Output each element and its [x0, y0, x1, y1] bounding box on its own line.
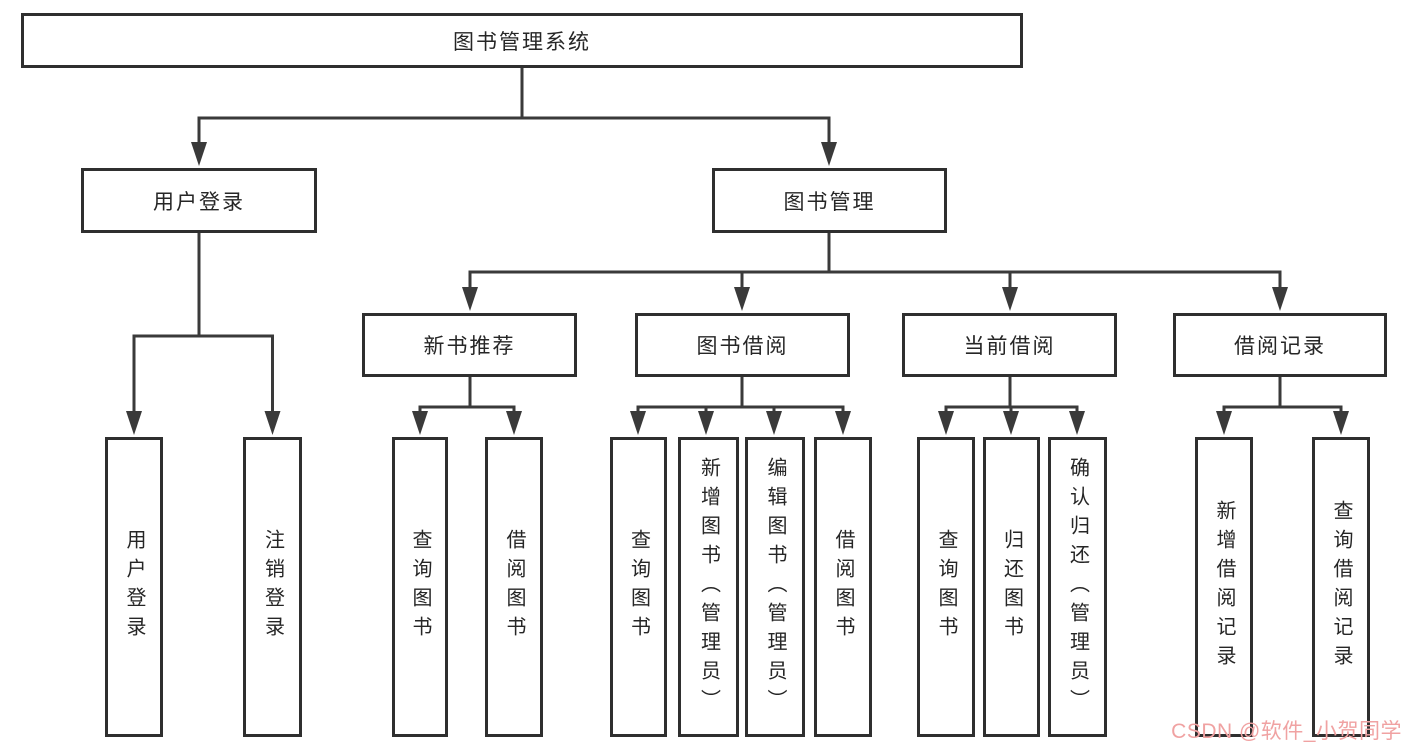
- arrowhead: [1272, 287, 1288, 311]
- leaf-confirm-return-admin-label: 确认归还（管理员）: [1066, 456, 1089, 718]
- leaf-user-login-label: 用户登录: [123, 529, 145, 645]
- node-borrowing-records: 借阅记录: [1173, 313, 1387, 377]
- leaf-logout-label: 注销登录: [261, 529, 284, 645]
- arrowhead: [1003, 411, 1019, 435]
- node-current-borrowing: 当前借阅: [902, 313, 1117, 377]
- leaf-add-borrow-record: 新增借阅记录: [1195, 437, 1253, 737]
- node-root-label: 图书管理系统: [453, 30, 591, 54]
- arrowhead: [506, 411, 522, 435]
- arrowhead: [630, 411, 646, 435]
- leaf-borrow-books-recommend: 借阅图书: [485, 437, 543, 737]
- leaf-edit-book-admin-label: 编辑图书（管理员）: [764, 456, 786, 718]
- leaf-user-login: 用户登录: [105, 437, 163, 737]
- node-book-borrowing: 图书借阅: [635, 313, 850, 377]
- arrowhead: [821, 142, 837, 166]
- arrowhead: [1069, 411, 1085, 435]
- leaf-return-book-label: 归还图书: [1000, 529, 1023, 645]
- leaf-borrow-books-borrowing-label: 借阅图书: [832, 529, 854, 645]
- arrowhead: [1002, 287, 1018, 311]
- leaf-return-book: 归还图书: [983, 437, 1040, 737]
- arrowhead: [938, 411, 954, 435]
- leaf-borrow-books-recommend-label: 借阅图书: [503, 529, 525, 645]
- arrowhead: [462, 287, 478, 311]
- leaf-query-books-current-label: 查询图书: [935, 529, 957, 645]
- arrowheads: [126, 142, 1349, 435]
- leaf-query-books-borrowing: 查询图书: [610, 437, 667, 737]
- node-user-login-label: 用户登录: [153, 190, 245, 214]
- leaf-query-borrow-record-label: 查询借阅记录: [1330, 500, 1352, 674]
- arrowhead: [766, 411, 782, 435]
- arrowhead: [734, 287, 750, 311]
- leaf-confirm-return-admin: 确认归还（管理员）: [1048, 437, 1107, 737]
- csdn-watermark: CSDN @软件_小贺同学: [1171, 720, 1402, 743]
- leaf-add-book-admin: 新增图书（管理员）: [678, 437, 739, 737]
- arrowhead: [1216, 411, 1232, 435]
- leaf-add-borrow-record-label: 新增借阅记录: [1213, 500, 1235, 674]
- leaf-query-borrow-record: 查询借阅记录: [1312, 437, 1370, 737]
- leaf-logout: 注销登录: [243, 437, 302, 737]
- leaf-query-books-recommend-label: 查询图书: [409, 529, 431, 645]
- arrowhead: [126, 411, 142, 435]
- arrowhead: [191, 142, 207, 166]
- node-current-borrowing-label: 当前借阅: [963, 335, 1056, 358]
- connector-paths: [132, 68, 1343, 419]
- arrowhead: [1333, 411, 1349, 435]
- leaf-borrow-books-borrowing: 借阅图书: [814, 437, 872, 737]
- node-borrowing-records-label: 借阅记录: [1234, 335, 1326, 358]
- node-new-book-recommend-label: 新书推荐: [423, 335, 516, 358]
- leaf-edit-book-admin: 编辑图书（管理员）: [745, 437, 805, 737]
- arrowhead: [835, 411, 851, 435]
- leaf-query-books-current: 查询图书: [917, 437, 975, 737]
- arrowhead: [412, 411, 428, 435]
- arrowhead: [698, 411, 714, 435]
- node-user-login: 用户登录: [81, 168, 317, 233]
- arrowhead: [264, 411, 281, 435]
- node-book-borrowing-label: 图书借阅: [696, 335, 789, 358]
- node-root: 图书管理系统: [21, 13, 1023, 68]
- leaf-query-books-borrowing-label: 查询图书: [627, 529, 650, 645]
- node-book-management: 图书管理: [712, 168, 947, 233]
- node-book-management-label: 图书管理: [783, 190, 876, 214]
- leaf-add-book-admin-label: 新增图书（管理员）: [697, 456, 720, 718]
- leaf-query-books-recommend: 查询图书: [392, 437, 448, 737]
- node-new-book-recommend: 新书推荐: [362, 313, 577, 377]
